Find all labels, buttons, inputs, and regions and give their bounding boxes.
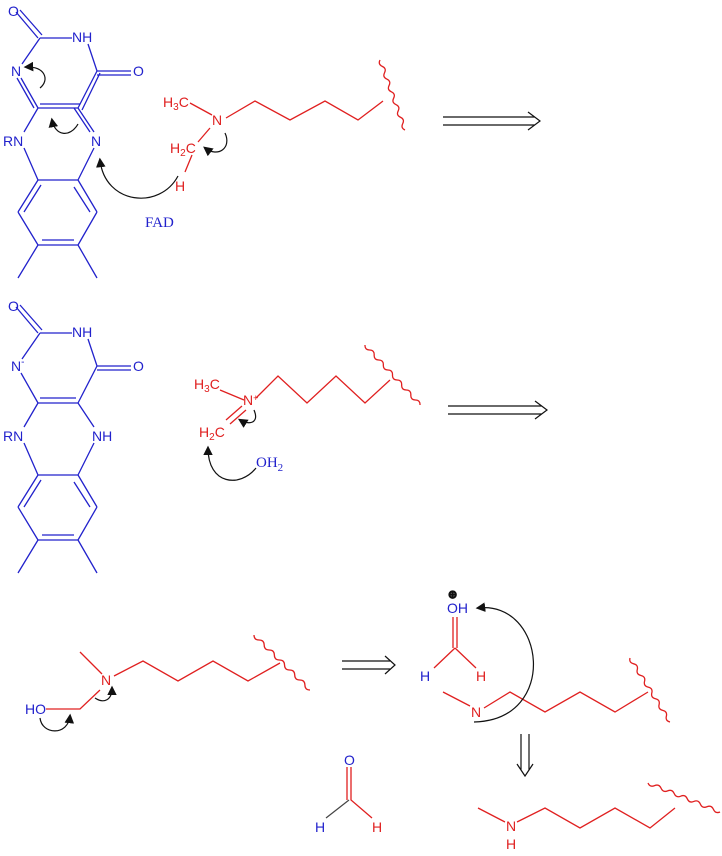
atom-nh: NH: [72, 324, 92, 340]
atom-o: O: [133, 358, 144, 374]
electron-arrow: [96, 157, 179, 199]
atom-n: N: [101, 672, 111, 688]
atom-nh: NH: [72, 29, 92, 45]
atom-n: N: [506, 818, 516, 834]
carbinolamine-intermediate: N HO: [25, 634, 311, 732]
hydroxyl-label: HO: [25, 701, 46, 717]
iminium-intermediate: H3C N+ H2C OH2: [194, 344, 421, 481]
atom-o: O: [8, 3, 19, 19]
reaction-arrow-down: [516, 734, 534, 778]
reaction-arrow: [443, 111, 541, 131]
methyl-label: H3C: [194, 376, 220, 395]
electron-arrow: [48, 117, 79, 134]
methylene-label: H2C: [199, 424, 225, 443]
reaction-arrow: [448, 400, 548, 420]
atom-n-minus: N-: [11, 357, 24, 374]
atom-o: O: [133, 63, 144, 79]
atom-n: N: [471, 704, 481, 720]
atom-h: H: [506, 836, 516, 852]
atom-h: H: [420, 668, 430, 684]
wavy-bond: [378, 59, 406, 131]
flavin-reduced: O NH O N- RN NH: [3, 298, 144, 574]
atom-h: H: [372, 819, 382, 835]
formaldehyde: O H H: [315, 752, 382, 835]
electron-arrow: [473, 602, 535, 723]
atom-h: H: [175, 178, 185, 194]
wavy-bond: [253, 634, 311, 691]
electron-arrow: [94, 685, 117, 702]
atom-n-plus: N+: [243, 392, 258, 408]
wavy-bond: [647, 782, 721, 814]
substrate-amine: H3C N H2C H: [163, 59, 406, 194]
electron-arrow: [237, 409, 257, 428]
wavy-bond: [629, 657, 671, 723]
atom-nh: NH: [92, 428, 112, 444]
methyl-label: H3C: [163, 94, 189, 113]
electron-arrow: [39, 713, 75, 732]
atom-n: N: [11, 63, 21, 79]
fad-label: FAD: [145, 215, 174, 231]
atom-h: H: [315, 819, 325, 835]
wavy-bond: [364, 344, 421, 406]
hydroxonium-label: OH: [447, 600, 468, 616]
reaction-arrow: [342, 655, 396, 675]
water-label: OH2: [256, 455, 283, 474]
atom-rn: RN: [3, 428, 23, 444]
atom-h: H: [476, 668, 486, 684]
electron-arrow: [203, 445, 257, 481]
protonated-formaldehyde-and-amine: ⊕ OH H H N: [420, 587, 671, 723]
methylene-label: H2C: [170, 140, 196, 159]
electron-arrow: [23, 61, 46, 89]
atom-n: N: [91, 133, 101, 149]
positive-charge: ⊕: [448, 588, 457, 601]
electron-arrow: [203, 132, 228, 157]
demethylated-amine: N H: [477, 782, 721, 852]
atom-n: N: [212, 112, 222, 128]
flavin-oxidized: O NH O N RN N FAD: [3, 3, 179, 279]
atom-rn: RN: [3, 133, 23, 149]
atom-o: O: [8, 298, 19, 314]
atom-o: O: [344, 752, 355, 768]
